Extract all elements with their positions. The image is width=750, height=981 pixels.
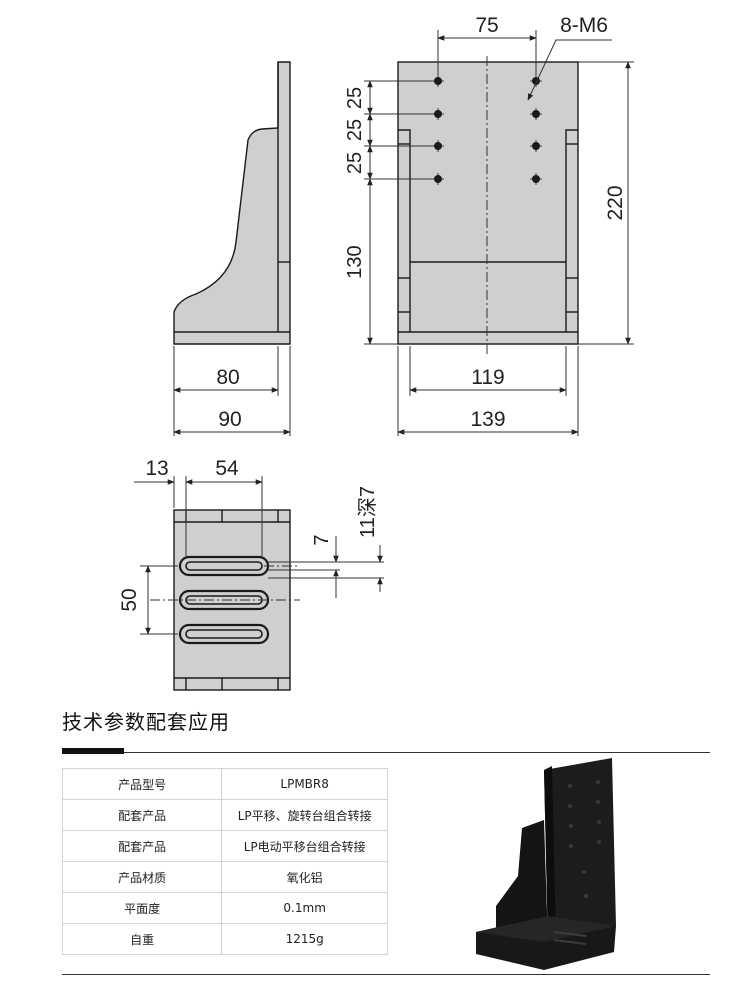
spec-value: LP电动平移台组合转接 [221, 830, 388, 862]
slot [178, 623, 270, 645]
table-row: 产品材质 氧化铝 [61, 861, 388, 893]
hole-marker [432, 108, 444, 120]
specs-table: 产品型号 LPMBR8 配套产品 LP平移、旋转台组合转接 配套产品 LP电动平… [61, 768, 388, 955]
dim-slot-depth: 11深7 [356, 486, 379, 538]
spec-value: 1215g [221, 923, 388, 955]
dim-front-outer: 139 [470, 408, 505, 431]
title-accent-bar [62, 748, 124, 754]
hole-marker [530, 108, 542, 120]
technical-drawing: 80 90 [118, 14, 634, 691]
spec-key: 平面度 [61, 892, 223, 924]
dim-slot-width: 7 [311, 534, 333, 545]
table-row: 产品型号 LPMBR8 [61, 768, 388, 800]
dim-slot-length: 54 [215, 457, 239, 480]
dim-front-inner: 119 [471, 366, 504, 389]
table-row: 配套产品 LP电动平移台组合转接 [61, 830, 388, 862]
dim-pitch-1: 25 [344, 87, 366, 109]
spec-key: 产品材质 [61, 861, 223, 893]
front-view [397, 61, 579, 345]
title-divider [124, 752, 710, 753]
table-row: 自重 1215g [61, 923, 388, 955]
dim-slot-spacing: 50 [118, 588, 141, 611]
threaded-holes [432, 75, 542, 185]
front-view-plate [397, 61, 579, 345]
section-title: 技术参数配套应用 [62, 710, 230, 734]
bottom-view-dimensions [134, 476, 384, 635]
dim-height: 220 [604, 185, 627, 220]
spec-value: LP平移、旋转台组合转接 [221, 799, 388, 831]
dim-lower: 130 [344, 245, 366, 278]
hole-marker [530, 173, 542, 185]
dim-side-inner: 80 [216, 366, 239, 389]
spec-key: 自重 [61, 923, 223, 955]
bottom-divider [62, 974, 710, 975]
product-photo [476, 758, 616, 970]
front-view-dimensions [364, 30, 634, 436]
table-row: 平面度 0.1mm [61, 892, 388, 924]
spec-value: 氧化铝 [221, 861, 388, 893]
hole-marker [530, 140, 542, 152]
spec-value: 0.1mm [221, 892, 388, 924]
side-view-dimensions [173, 346, 291, 436]
table-row: 配套产品 LP平移、旋转台组合转接 [61, 799, 388, 831]
spec-key: 配套产品 [61, 830, 223, 862]
spec-key: 产品型号 [61, 768, 223, 800]
dim-pitch-2: 25 [344, 119, 366, 141]
dim-bottom-offset: 13 [145, 457, 168, 480]
side-view [173, 61, 291, 345]
side-view-body [173, 61, 291, 345]
spec-key: 配套产品 [61, 799, 223, 831]
spec-value: LPMBR8 [221, 768, 388, 800]
dim-top-hole-spacing: 75 [475, 14, 498, 37]
dim-pitch-3: 25 [344, 152, 366, 174]
dim-side-outer: 90 [218, 408, 241, 431]
dim-holes-callout: 8-M6 [560, 14, 608, 37]
hole-marker [432, 173, 444, 185]
